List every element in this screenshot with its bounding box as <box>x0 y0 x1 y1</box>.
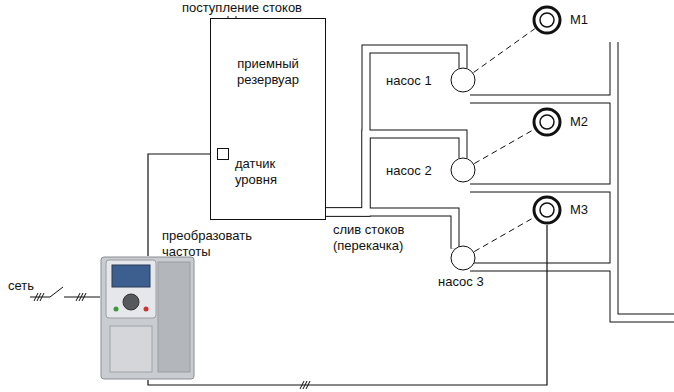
free-label: слив стоков (перекачка) <box>333 222 441 254</box>
circle-shape <box>450 67 476 93</box>
motor-ring <box>534 109 560 135</box>
circle-shape <box>450 245 476 271</box>
outlet-pipe-bore <box>470 96 614 103</box>
pump: насос 3 <box>400 244 486 294</box>
sensor-square <box>217 148 229 160</box>
motor: M3 <box>532 195 612 225</box>
wires <box>148 29 547 385</box>
motor: M1 <box>532 5 612 35</box>
discharge-pipe <box>614 42 674 318</box>
pipe-bore <box>325 42 674 318</box>
device-screen <box>112 265 150 287</box>
pump: насос 2 <box>380 155 480 187</box>
pump: насос 1 <box>380 64 480 96</box>
pipe-bore <box>325 49 463 212</box>
mains-switch <box>50 287 63 297</box>
tank-outline <box>210 18 326 220</box>
device-cover <box>110 326 152 372</box>
motor: M2 <box>532 107 612 137</box>
drive-link <box>474 29 535 73</box>
motor-shape <box>532 195 562 225</box>
device-knob <box>123 294 139 310</box>
device-body <box>101 257 194 379</box>
outlet-pipe <box>470 95 614 104</box>
drive-link <box>474 217 534 251</box>
motor-ring <box>534 197 560 223</box>
pump-circle <box>451 68 475 92</box>
frequency-converter: преобразовать частоты <box>100 228 272 382</box>
motor-shaft <box>540 115 554 129</box>
node-text: M3 <box>570 202 588 218</box>
outlet-pipe <box>470 184 614 193</box>
mains-wire <box>30 297 50 298</box>
outlet-pipe-bore <box>470 264 614 271</box>
node-text: датчик уровня <box>235 156 311 188</box>
discharge-pipe-bore <box>614 42 674 318</box>
phase-mark <box>82 293 86 301</box>
drive-link <box>474 129 534 163</box>
pump-circle <box>451 246 475 270</box>
node-text: насос 1 <box>386 73 432 89</box>
pipe-walls <box>325 42 674 318</box>
device-button <box>114 307 119 312</box>
node-text: насос 3 <box>438 274 484 290</box>
free-label: поступление стоков <box>182 0 342 16</box>
device-side <box>158 262 190 372</box>
mains-wire <box>64 297 100 298</box>
motor-shaft <box>540 13 554 27</box>
motor-shaft <box>540 203 554 217</box>
node-text: M1 <box>570 12 588 28</box>
pipe <box>325 49 463 212</box>
device-shape <box>100 256 195 380</box>
level-sensor: датчик уровня <box>217 148 317 192</box>
node-text: преобразовать частоты <box>162 228 270 260</box>
node-text: насос 2 <box>386 163 432 179</box>
device-panel <box>106 260 156 318</box>
phase-mark <box>40 293 44 301</box>
pipe-bore <box>325 134 463 212</box>
node-text: приемный резервуар <box>218 56 318 88</box>
motor-ring <box>534 7 560 33</box>
pipe <box>325 134 463 212</box>
outlet-pipe <box>470 263 614 272</box>
node-text: M2 <box>570 114 588 130</box>
device-button <box>144 307 149 312</box>
outlet-pipe-bore <box>470 185 614 192</box>
motor-shape <box>532 5 562 35</box>
motor-shape <box>532 107 562 137</box>
reservoir-tank: приемный резервуар датчик уровня <box>210 18 326 220</box>
circle-shape <box>450 157 476 183</box>
pump-circle <box>451 158 475 182</box>
free-label: сеть <box>8 278 48 294</box>
